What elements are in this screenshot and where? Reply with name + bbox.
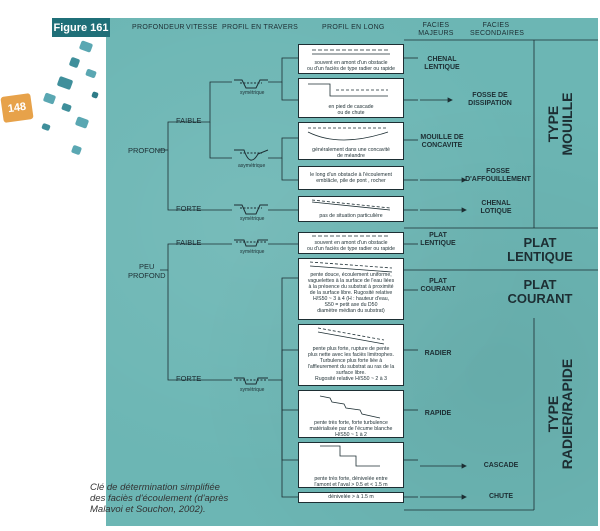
facies-rapide: RAPIDE (424, 410, 452, 417)
type-radier-rapide: TYPE RADIER/RAPIDE (545, 358, 575, 470)
profile-box-text: pas de situation particulière (319, 213, 383, 219)
label-forte-2: FORTE (176, 374, 202, 383)
profile-box (298, 196, 404, 222)
profile-box (298, 78, 404, 118)
profile-box (298, 324, 404, 386)
profile-box-text: pente douce, écoulement uniforme, vaguel… (307, 272, 395, 314)
profile-box (298, 442, 404, 488)
label-faible-2: FAIBLE (176, 238, 202, 247)
profile-box (298, 258, 404, 320)
label-peu-profond: PEU PROFOND (128, 262, 166, 280)
header-profil-travers: PROFIL EN TRAVERS (222, 24, 299, 31)
profile-box (298, 166, 404, 190)
facies-chenal-lentique: CHENAL LENTIQUE (424, 56, 460, 71)
type-plat-courant: PLAT COURANT (507, 277, 573, 306)
figure-badge: Figure 161 (52, 18, 110, 37)
profile-box (298, 492, 404, 503)
facies-radier: RADIER (424, 350, 452, 357)
profile-box (298, 44, 404, 74)
facies-chenal-lotique: CHENAL LOTIQUE (480, 200, 512, 215)
profile-box-text: le long d'un obstacle à l'écoulement emb… (310, 172, 392, 184)
header-profil-long: PROFIL EN LONG (322, 24, 385, 31)
profile-box-text: en pied de cascade ou de chute (328, 104, 374, 116)
label-profond: PROFOND (128, 146, 166, 155)
figure-caption: Clé de détermination simplifiée des faci… (90, 482, 229, 515)
symmetry-label: symétrique (240, 387, 265, 393)
header-facies-secondaires: FACIES SECONDAIRES (470, 22, 525, 37)
profile-box (298, 232, 404, 254)
facies-chute: CHUTE (488, 493, 514, 500)
header-facies-majeurs: FACIES MAJEURS (418, 22, 454, 37)
profile-box-text: généralement dans une concavité de méand… (312, 147, 390, 159)
profile-box-text: souvent en amont d'un obstacle ou d'un f… (306, 60, 396, 72)
facies-plat-courant: PLAT COURANT (420, 278, 456, 293)
profile-box-text: souvent en amont d'un obstacle ou d'un f… (306, 240, 396, 252)
label-forte-1: FORTE (176, 204, 202, 213)
profile-box-text: dénivelée > à 1.5 m (328, 494, 374, 500)
profile-box (298, 390, 404, 438)
facies-fosse-affouillement: FOSSE D'AFFOUILLEMENT (465, 168, 531, 183)
label-faible-1: FAIBLE (176, 116, 202, 125)
header-profondeur: PROFONDEUR (132, 24, 185, 31)
facies-cascade: CASCADE (483, 462, 519, 469)
symmetry-label: symétrique (240, 249, 265, 255)
facies-plat-lentique: PLAT LENTIQUE (420, 232, 456, 247)
symmetry-label: symétrique (240, 216, 265, 222)
facies-fosse-dissipation: FOSSE DE DISSIPATION (468, 92, 512, 107)
profile-box-text: pente plus forte, rupture de pente plus … (307, 346, 395, 382)
header-vitesse: VITESSE (186, 24, 218, 31)
type-plat-lentique: PLAT LENTIQUE (507, 235, 573, 264)
facies-mouille-concavite: MOUILLE DE CONCAVITE (420, 134, 464, 149)
symmetry-label: asymétrique (238, 163, 266, 169)
profile-box-text: pente très forte, dénivelée entre l'amon… (314, 476, 388, 488)
type-mouille: TYPE MOUILLE (545, 92, 575, 156)
profile-box-text: pente très forte, forte turbulence matér… (309, 420, 393, 438)
symmetry-label: symétrique (240, 90, 265, 96)
